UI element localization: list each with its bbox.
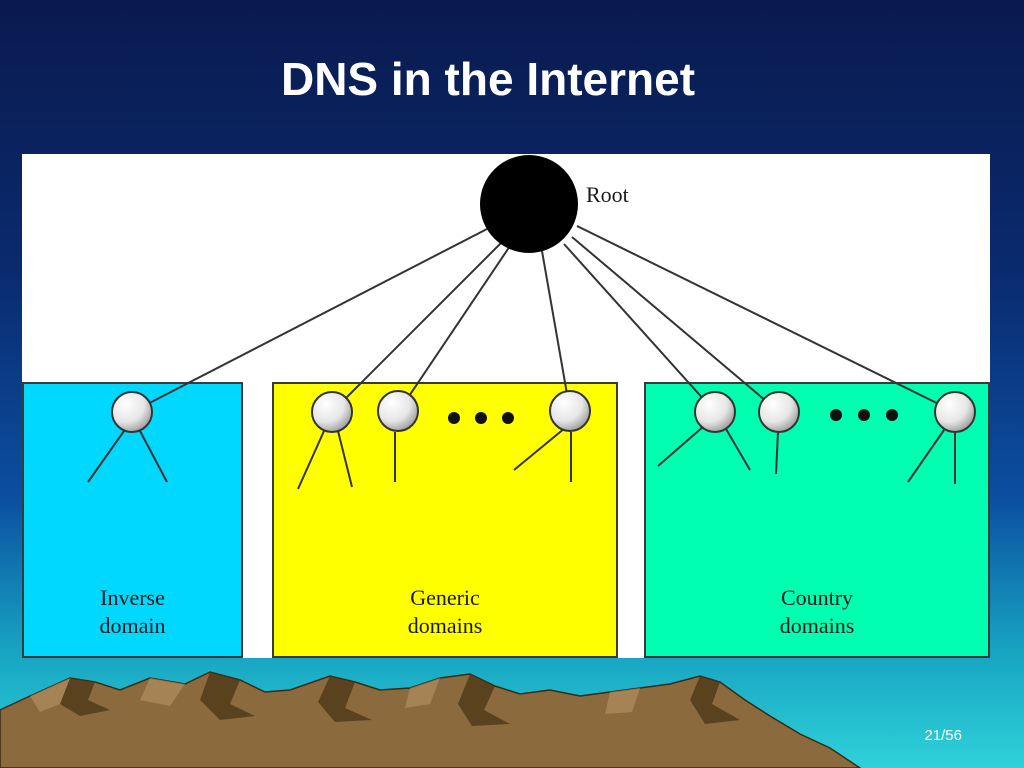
leg — [725, 428, 751, 471]
edge-root-generic-2 — [398, 245, 511, 412]
edge-root-inverse — [131, 228, 488, 413]
inverse-node — [111, 391, 153, 433]
mountain-shading — [60, 672, 740, 726]
leg — [513, 427, 566, 471]
inverse-domain-label-line2: domain — [99, 613, 166, 638]
slide-title: DNS in the Internet — [280, 53, 696, 105]
generic-node-3 — [549, 390, 591, 432]
leg — [907, 429, 945, 483]
leg — [657, 425, 705, 467]
inverse-domain-label-line1: Inverse — [100, 585, 165, 610]
country-node-1 — [694, 391, 736, 433]
edge-root-country-3 — [576, 225, 956, 413]
edge-root-country-1 — [563, 243, 716, 413]
generic-domains-label-line2: domains — [407, 613, 483, 638]
country-node-2 — [758, 391, 800, 433]
edge-root-generic-3 — [541, 250, 571, 412]
root-label: Root — [586, 182, 629, 207]
tree-edges-svg — [87, 155, 976, 490]
mountain-range-decoration — [0, 671, 862, 768]
leg — [139, 430, 168, 483]
root-node — [480, 155, 578, 253]
country-domains-label: Country domains — [646, 584, 988, 640]
edge-root-country-2 — [571, 236, 780, 413]
leg — [775, 431, 779, 475]
dns-tree-diagram: Inverse domain Generic domains Country d… — [22, 154, 990, 658]
leg — [337, 430, 353, 488]
generic-domains-label-line1: Generic — [410, 585, 480, 610]
generic-node-2 — [377, 390, 419, 432]
leg — [297, 430, 325, 490]
page-number: 21/56 — [924, 727, 962, 744]
inverse-domain-label: Inverse domain — [24, 584, 241, 640]
ellipsis-dot — [448, 412, 460, 424]
country-domains-label-line2: domains — [779, 613, 855, 638]
ellipsis-dot — [475, 412, 487, 424]
ellipsis-dot — [502, 412, 514, 424]
ellipsis-dot — [858, 409, 870, 421]
ellipsis-dot — [886, 409, 898, 421]
edge-root-generic-1 — [331, 241, 503, 413]
mountain-highlight — [30, 678, 640, 714]
leg — [87, 430, 125, 483]
country-node-3 — [934, 391, 976, 433]
country-domains-label-line1: Country — [780, 585, 854, 610]
generic-node-1 — [311, 391, 353, 433]
generic-domains-label: Generic domains — [274, 584, 616, 640]
ellipsis-dot — [830, 409, 842, 421]
